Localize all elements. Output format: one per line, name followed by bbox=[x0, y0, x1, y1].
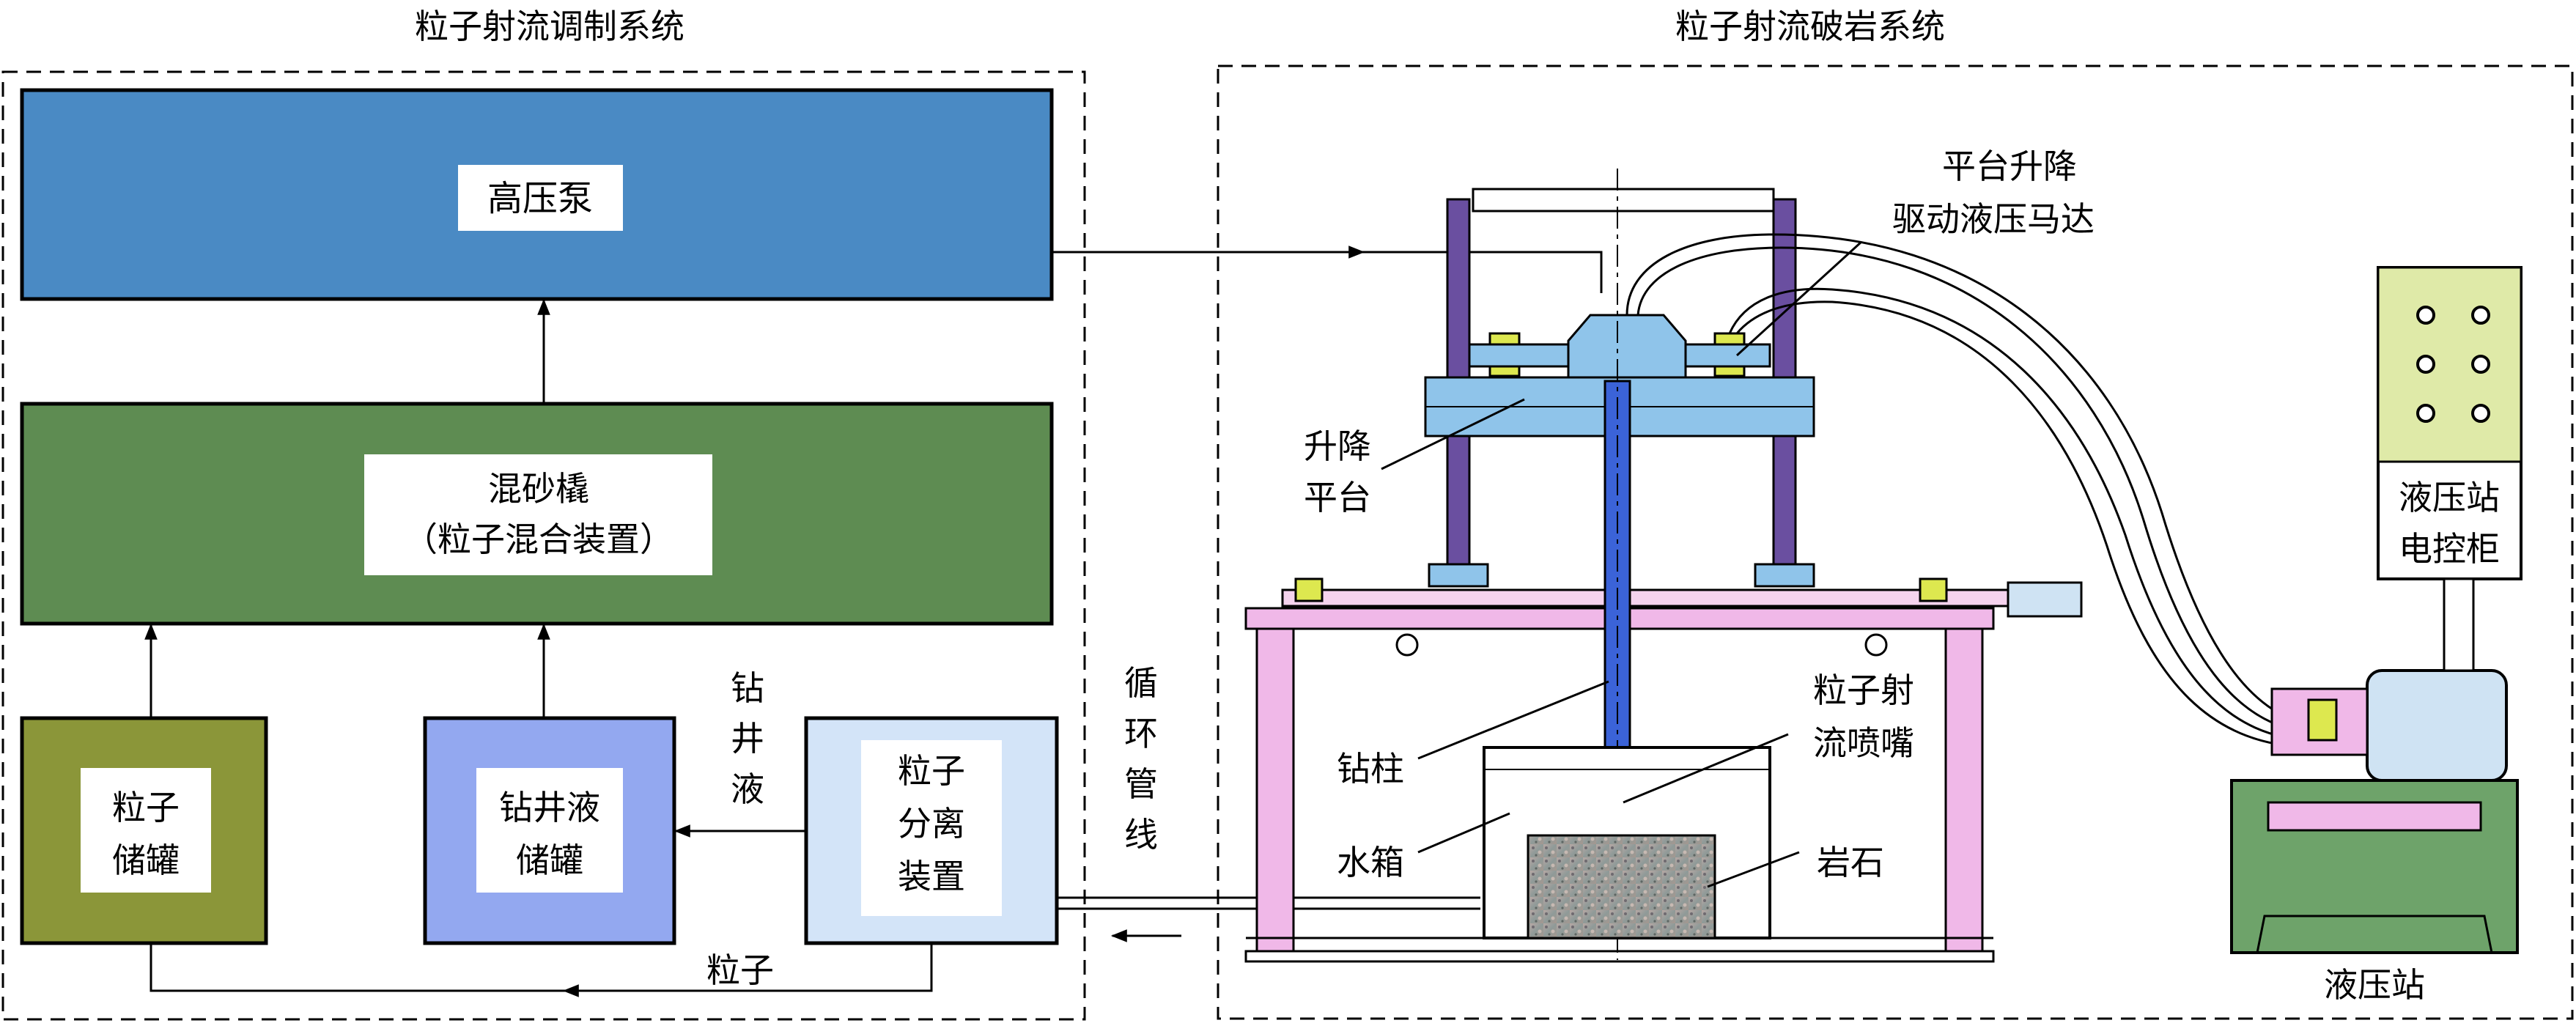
drilling-fluid-flow-label-3: 液 bbox=[731, 769, 764, 809]
particle-separator-label-1: 粒子 bbox=[898, 751, 965, 791]
motor-leader bbox=[1735, 240, 1863, 357]
platform-leader bbox=[1381, 398, 1525, 470]
rock-leader bbox=[1707, 851, 1800, 888]
control-cabinet-label-1: 液压站 bbox=[2399, 478, 2500, 517]
tower-top-bar bbox=[1472, 188, 1775, 213]
particle-tank-label-2: 储罐 bbox=[112, 841, 180, 880]
particle-flow-label: 粒子 bbox=[706, 950, 774, 990]
mixer-label-line1: 混砂橇 bbox=[488, 469, 589, 509]
particle-separator-label-3: 装置 bbox=[898, 857, 965, 896]
rail-wheel-2 bbox=[1864, 633, 1888, 657]
hydraulic-station-tank bbox=[2267, 801, 2482, 832]
high-pressure-pump-label-bg bbox=[458, 165, 623, 231]
left-system: 粒子射流调制系统 高压泵 混砂橇 （粒子混合装置） 粒子 储罐 钻井液 储罐 粒… bbox=[1, 7, 1086, 1021]
rail-end-motor bbox=[2007, 581, 2083, 618]
hydraulic-station-feet bbox=[2232, 915, 2517, 954]
tank-frame-right-pillar bbox=[1944, 627, 1984, 953]
swivel-head bbox=[1567, 314, 1687, 379]
platform-label-1: 升降 bbox=[1304, 426, 1371, 466]
drilling-fluid-flow-label-2: 井 bbox=[731, 719, 764, 758]
circulation-label-3: 管 bbox=[1124, 764, 1158, 804]
particle-return-line bbox=[150, 943, 933, 992]
water-tank-leader bbox=[1417, 812, 1510, 854]
mixer-label-bg bbox=[364, 454, 712, 575]
circulation-label-4: 线 bbox=[1124, 815, 1158, 854]
mixer-label-line2: （粒子混合装置） bbox=[404, 520, 673, 559]
right-system-frame bbox=[1217, 64, 2574, 1020]
rock-sample bbox=[1527, 834, 1716, 939]
drill-column-leader bbox=[1417, 680, 1609, 760]
tank-frame-left-pillar bbox=[1255, 627, 1295, 953]
control-cabinet-stand bbox=[2443, 577, 2475, 672]
control-cabinet-lights bbox=[2416, 306, 2490, 423]
hydraulic-station-label: 液压站 bbox=[2324, 965, 2425, 1005]
circulation-label-2: 环 bbox=[1124, 714, 1158, 753]
hydraulic-pump-motor bbox=[2366, 669, 2508, 782]
tank-frame-base bbox=[1244, 950, 1995, 963]
rail-roller-left bbox=[1294, 577, 1324, 602]
nozzle-label-2: 流喷嘴 bbox=[1813, 723, 1914, 763]
rail-roller-right bbox=[1919, 577, 1948, 602]
right-system-title: 粒子射流破岩系统 bbox=[1675, 7, 1945, 46]
nozzle-leader bbox=[1623, 733, 1789, 804]
drilling-fluid-tank-label-1: 钻井液 bbox=[499, 788, 600, 827]
left-system-title: 粒子射流调制系统 bbox=[415, 7, 684, 46]
water-tank-label: 水箱 bbox=[1337, 843, 1404, 882]
tank-frame-top-rail bbox=[1281, 588, 2083, 607]
motor-label-1: 平台升降 bbox=[1942, 147, 2077, 186]
high-pressure-line-inner bbox=[1363, 251, 1603, 293]
drilling-fluid-tank-label-2: 储罐 bbox=[516, 841, 583, 880]
high-pressure-pump-label: 高压泵 bbox=[487, 178, 593, 219]
particle-tank-label-bg bbox=[81, 768, 211, 893]
left-system-frame bbox=[1, 70, 1086, 1021]
control-cabinet-panel bbox=[2377, 266, 2523, 463]
platform-label-2: 平台 bbox=[1304, 478, 1371, 517]
drill-column-label: 钻柱 bbox=[1337, 749, 1404, 789]
tower-left-foot bbox=[1428, 563, 1489, 588]
particle-separator-label-2: 分离 bbox=[898, 804, 965, 843]
drilling-fluid-tank-label-bg bbox=[476, 768, 623, 893]
nozzle-label-1: 粒子射 bbox=[1813, 671, 1914, 710]
drilling-fluid-flow-label-1: 钻 bbox=[731, 668, 764, 708]
hydraulic-hoses bbox=[1625, 233, 2317, 749]
control-cabinet-label-2: 电控柜 bbox=[2399, 529, 2500, 569]
tower-right-foot bbox=[1754, 563, 1815, 588]
right-system: 粒子射流破岩系统 bbox=[1217, 7, 2574, 1020]
rock-label: 岩石 bbox=[1817, 843, 1884, 882]
particle-separator-label-bg bbox=[861, 740, 1002, 916]
circulation-label-1: 循 bbox=[1124, 663, 1158, 703]
control-cabinet-label-bg bbox=[2380, 463, 2519, 577]
rail-wheel-1 bbox=[1395, 633, 1419, 657]
hydraulic-valve bbox=[2307, 698, 2338, 742]
motor-label-2: 驱动液压马达 bbox=[1892, 199, 2095, 239]
particle-tank-label-1: 粒子 bbox=[112, 788, 180, 827]
